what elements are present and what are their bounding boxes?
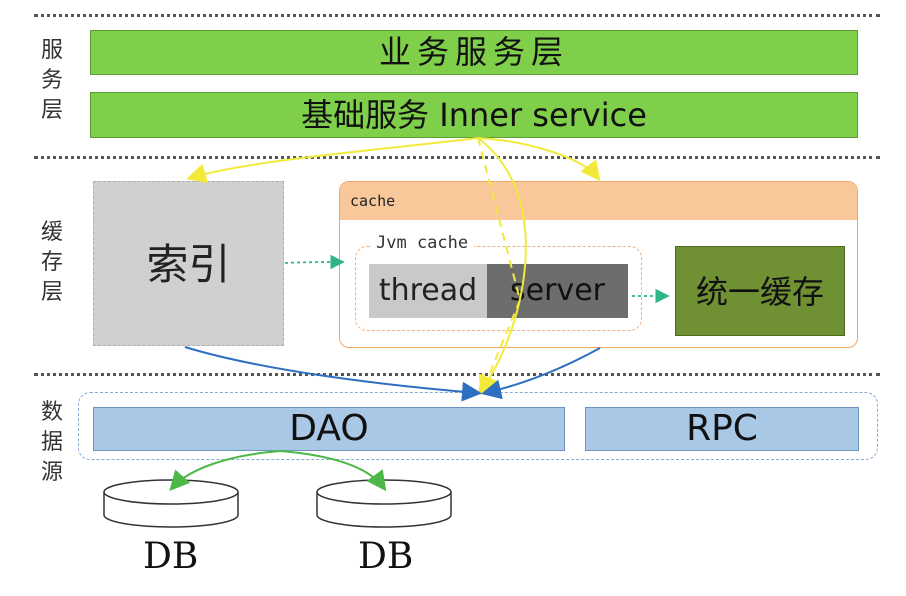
- arrow-service-to-index: [186, 137, 479, 183]
- arrow-index-to-dao: [184, 346, 482, 402]
- service-cache-separator: [34, 156, 880, 159]
- jvm-cache-box: [355, 246, 642, 331]
- server-box: server: [487, 264, 628, 318]
- arrow-dao-to-db-right: [279, 450, 387, 492]
- db-left-cylinder: [103, 479, 239, 528]
- cache-header: [340, 182, 857, 220]
- service-layer-label: 服务层: [40, 38, 63, 123]
- db-right-cylinder: [316, 479, 452, 528]
- index-box: 索引: [93, 181, 284, 346]
- thread-box: thread: [369, 264, 487, 318]
- arrow-service-server-dao: [477, 137, 527, 396]
- arrow-service-to-dao-dashed: [477, 137, 522, 396]
- arrow-index-to-jvm: [284, 254, 345, 270]
- unified-cache-box: 统一缓存: [675, 246, 845, 336]
- db-right-label: DB: [358, 536, 414, 577]
- data-source-label: 数据源: [40, 400, 63, 485]
- cache-layer-label: 缓存层: [40, 220, 63, 305]
- arrow-service-to-cache: [477, 137, 601, 182]
- arrow-dao-to-db-left: [169, 450, 281, 491]
- top-separator: [34, 14, 880, 17]
- jvm-cache-title: Jvm cache: [370, 233, 475, 253]
- dao-bar: DAO: [93, 407, 565, 451]
- cache-data-separator: [34, 373, 880, 376]
- db-left-label: DB: [143, 536, 199, 577]
- business-service-bar: 业务服务层: [90, 30, 858, 75]
- cache-title: cache: [350, 192, 396, 210]
- rpc-bar: RPC: [585, 407, 859, 451]
- base-service-bar: 基础服务 Inner service: [90, 92, 858, 138]
- arrow-cache-to-dao: [481, 347, 601, 400]
